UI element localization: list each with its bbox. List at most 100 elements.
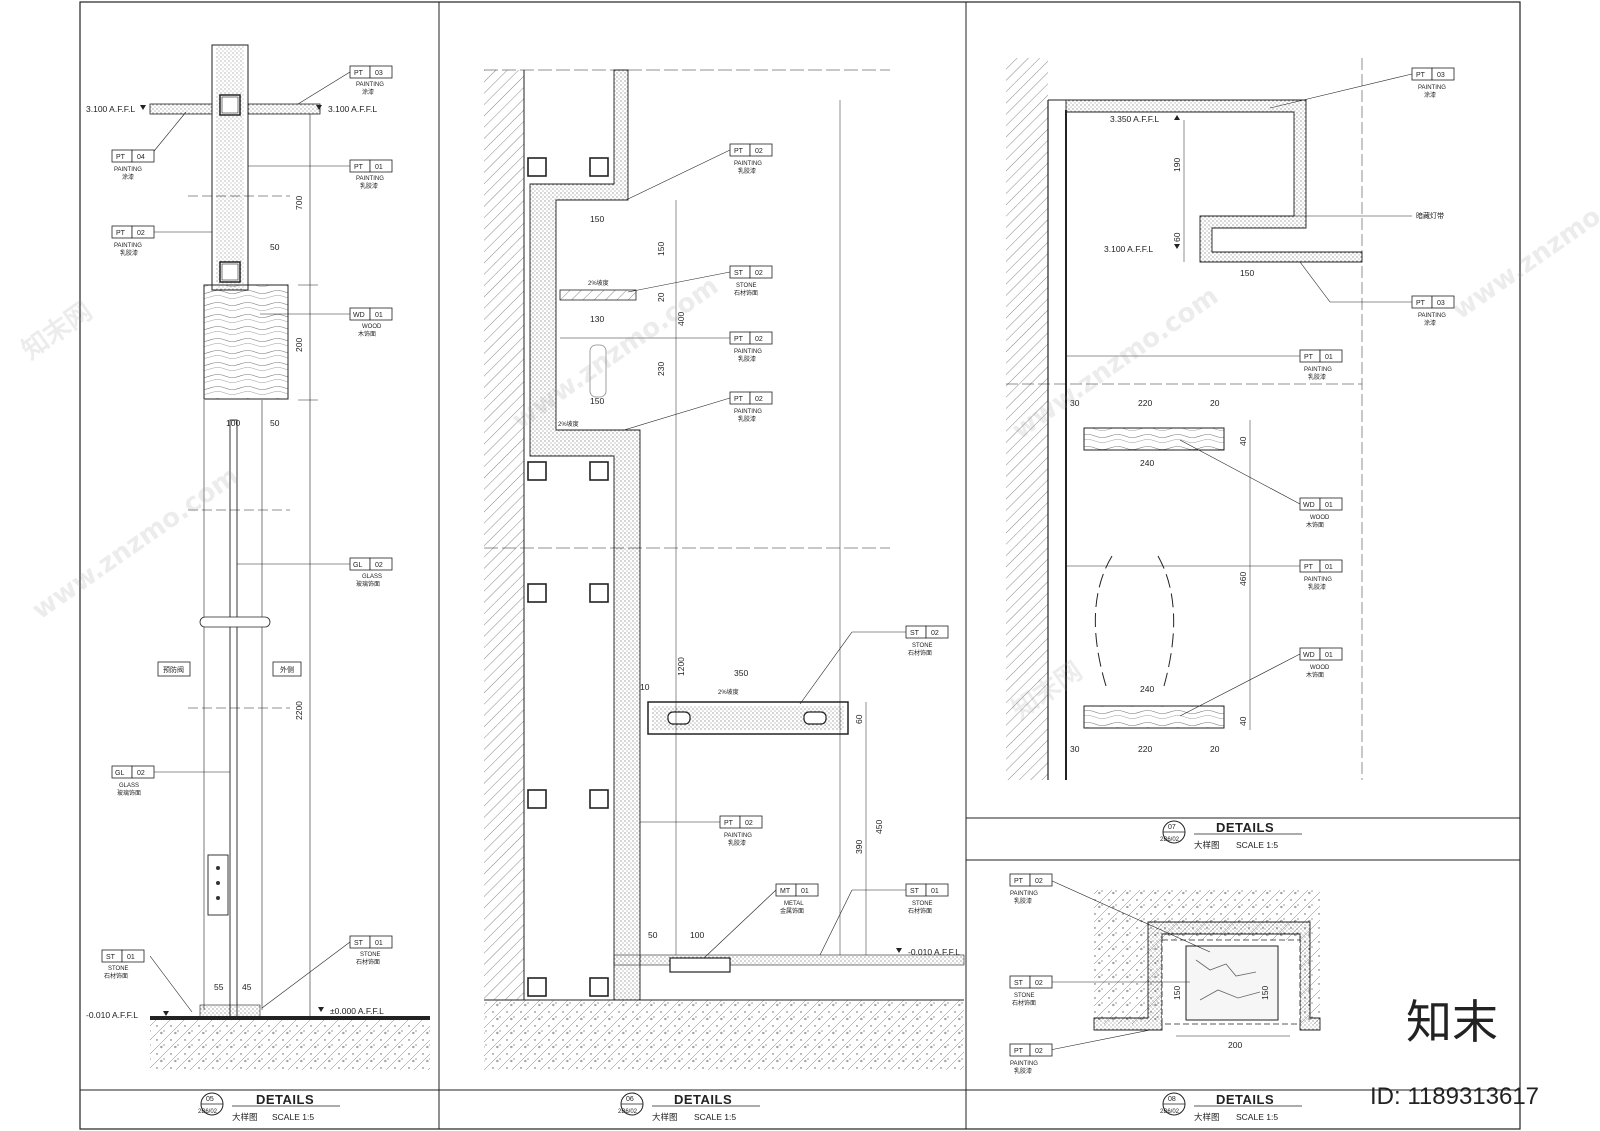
svg-text:WD: WD (1303, 502, 1315, 509)
dim-60: 60 (854, 714, 864, 724)
svg-text:乳胶漆: 乳胶漆 (738, 415, 756, 423)
svg-text:石材饰面: 石材饰面 (908, 907, 932, 915)
svg-text:STONE: STONE (736, 283, 757, 289)
dim-150c: 150 (590, 396, 604, 406)
watermark-brand-2: 知末网 (17, 296, 98, 365)
detail-05-number: 05 (206, 1096, 214, 1103)
svg-text:PT: PT (734, 396, 744, 403)
dim-50a: 50 (270, 242, 280, 252)
svg-text:PT: PT (1416, 72, 1426, 79)
dim-130: 130 (590, 314, 604, 324)
svg-text:WOOD: WOOD (1310, 515, 1330, 521)
dim-200-p08: 200 (1228, 1040, 1242, 1050)
svg-text:01: 01 (127, 954, 135, 961)
detail-07-title: DETAILS (1216, 820, 1274, 835)
level-3100-p07: 3.100 A.F.F.L (1104, 244, 1153, 254)
dim-190: 190 (1172, 158, 1182, 172)
svg-text:石材饰面: 石材饰面 (734, 289, 758, 297)
svg-text:乳胶漆: 乳胶漆 (1308, 373, 1326, 381)
svg-text:02: 02 (755, 270, 763, 277)
detail-05-scale: SCALE 1:5 (272, 1112, 314, 1122)
svg-text:GL: GL (353, 562, 362, 569)
level-3100-left: 3.100 A.F.F.L (86, 104, 135, 114)
slope-niche: 2%坡度 (558, 420, 579, 428)
svg-text:PT: PT (354, 70, 364, 77)
dim-2200: 2200 (294, 701, 304, 720)
svg-text:乳胶漆: 乳胶漆 (1014, 897, 1032, 905)
dim-230: 230 (656, 362, 666, 376)
svg-text:WOOD: WOOD (1310, 665, 1330, 671)
svg-text:02: 02 (755, 336, 763, 343)
svg-text:PT: PT (734, 148, 744, 155)
dim-450: 450 (874, 820, 884, 834)
svg-text:PAINTING: PAINTING (114, 243, 142, 249)
dim-60: 60 (1172, 232, 1182, 242)
svg-text:MT: MT (780, 888, 791, 895)
dim-20b: 20 (1210, 744, 1220, 754)
svg-text:02: 02 (137, 230, 145, 237)
svg-text:金属饰面: 金属饰面 (780, 907, 804, 915)
svg-text:01: 01 (375, 940, 383, 947)
detail-07-ref: 2B6/02 (1160, 837, 1180, 843)
slope-bench: 2%坡度 (718, 688, 739, 696)
svg-text:乳胶漆: 乳胶漆 (1308, 583, 1326, 591)
svg-text:涂漆: 涂漆 (1424, 91, 1436, 99)
svg-text:03: 03 (1437, 300, 1445, 307)
detail-06-subtitle: 大样图 (652, 1112, 678, 1122)
svg-text:03: 03 (1437, 72, 1445, 79)
svg-text:PAINTING: PAINTING (356, 82, 384, 88)
svg-text:PT: PT (1304, 564, 1314, 571)
svg-text:PAINTING: PAINTING (724, 833, 752, 839)
svg-text:乳胶漆: 乳胶漆 (360, 182, 378, 190)
detail-05-title: DETAILS (256, 1092, 314, 1107)
dim-1200: 1200 (676, 657, 686, 676)
svg-text:02: 02 (1035, 1048, 1043, 1055)
dim-10: 10 (640, 682, 650, 692)
svg-text:02: 02 (137, 770, 145, 777)
svg-text:GLASS: GLASS (119, 783, 139, 789)
svg-text:01: 01 (1325, 354, 1333, 361)
detail-08-subtitle: 大样图 (1194, 1112, 1220, 1122)
svg-text:STONE: STONE (912, 901, 933, 907)
svg-text:木饰面: 木饰面 (1306, 521, 1324, 529)
svg-text:03: 03 (375, 70, 383, 77)
dim-460: 460 (1238, 572, 1248, 586)
watermark-site-1: www.znzmo.com (27, 461, 244, 626)
dim-150b: 150 (656, 242, 666, 256)
svg-text:涂漆: 涂漆 (362, 88, 374, 96)
svg-text:PT: PT (1014, 878, 1024, 885)
label-anti-valve: 预防阀 (163, 665, 184, 674)
level-minus-0010: -0.010 A.F.F.L (86, 1010, 138, 1020)
dim-220b: 220 (1138, 744, 1152, 754)
svg-text:乳胶漆: 乳胶漆 (728, 839, 746, 847)
svg-text:WD: WD (1303, 652, 1315, 659)
svg-text:01: 01 (375, 312, 383, 319)
svg-text:PT: PT (734, 336, 744, 343)
dim-150: 150 (1240, 268, 1254, 278)
detail-07-subtitle: 大样图 (1194, 840, 1220, 850)
level-3350: 3.350 A.F.F.L (1110, 114, 1159, 124)
dim-100: 100 (690, 930, 704, 940)
svg-text:木饰面: 木饰面 (1306, 671, 1324, 679)
label-hidden-light: 暗藏灯带 (1416, 211, 1444, 220)
dim-30b: 30 (1070, 744, 1080, 754)
level-3100-right: 3.100 A.F.F.L (328, 104, 377, 114)
svg-text:玻璃饰面: 玻璃饰面 (356, 580, 380, 588)
watermark-logo: 知末 (1406, 996, 1498, 1048)
svg-text:涂漆: 涂漆 (1424, 319, 1436, 327)
svg-text:乳胶漆: 乳胶漆 (738, 355, 756, 363)
svg-text:ST: ST (910, 630, 920, 637)
